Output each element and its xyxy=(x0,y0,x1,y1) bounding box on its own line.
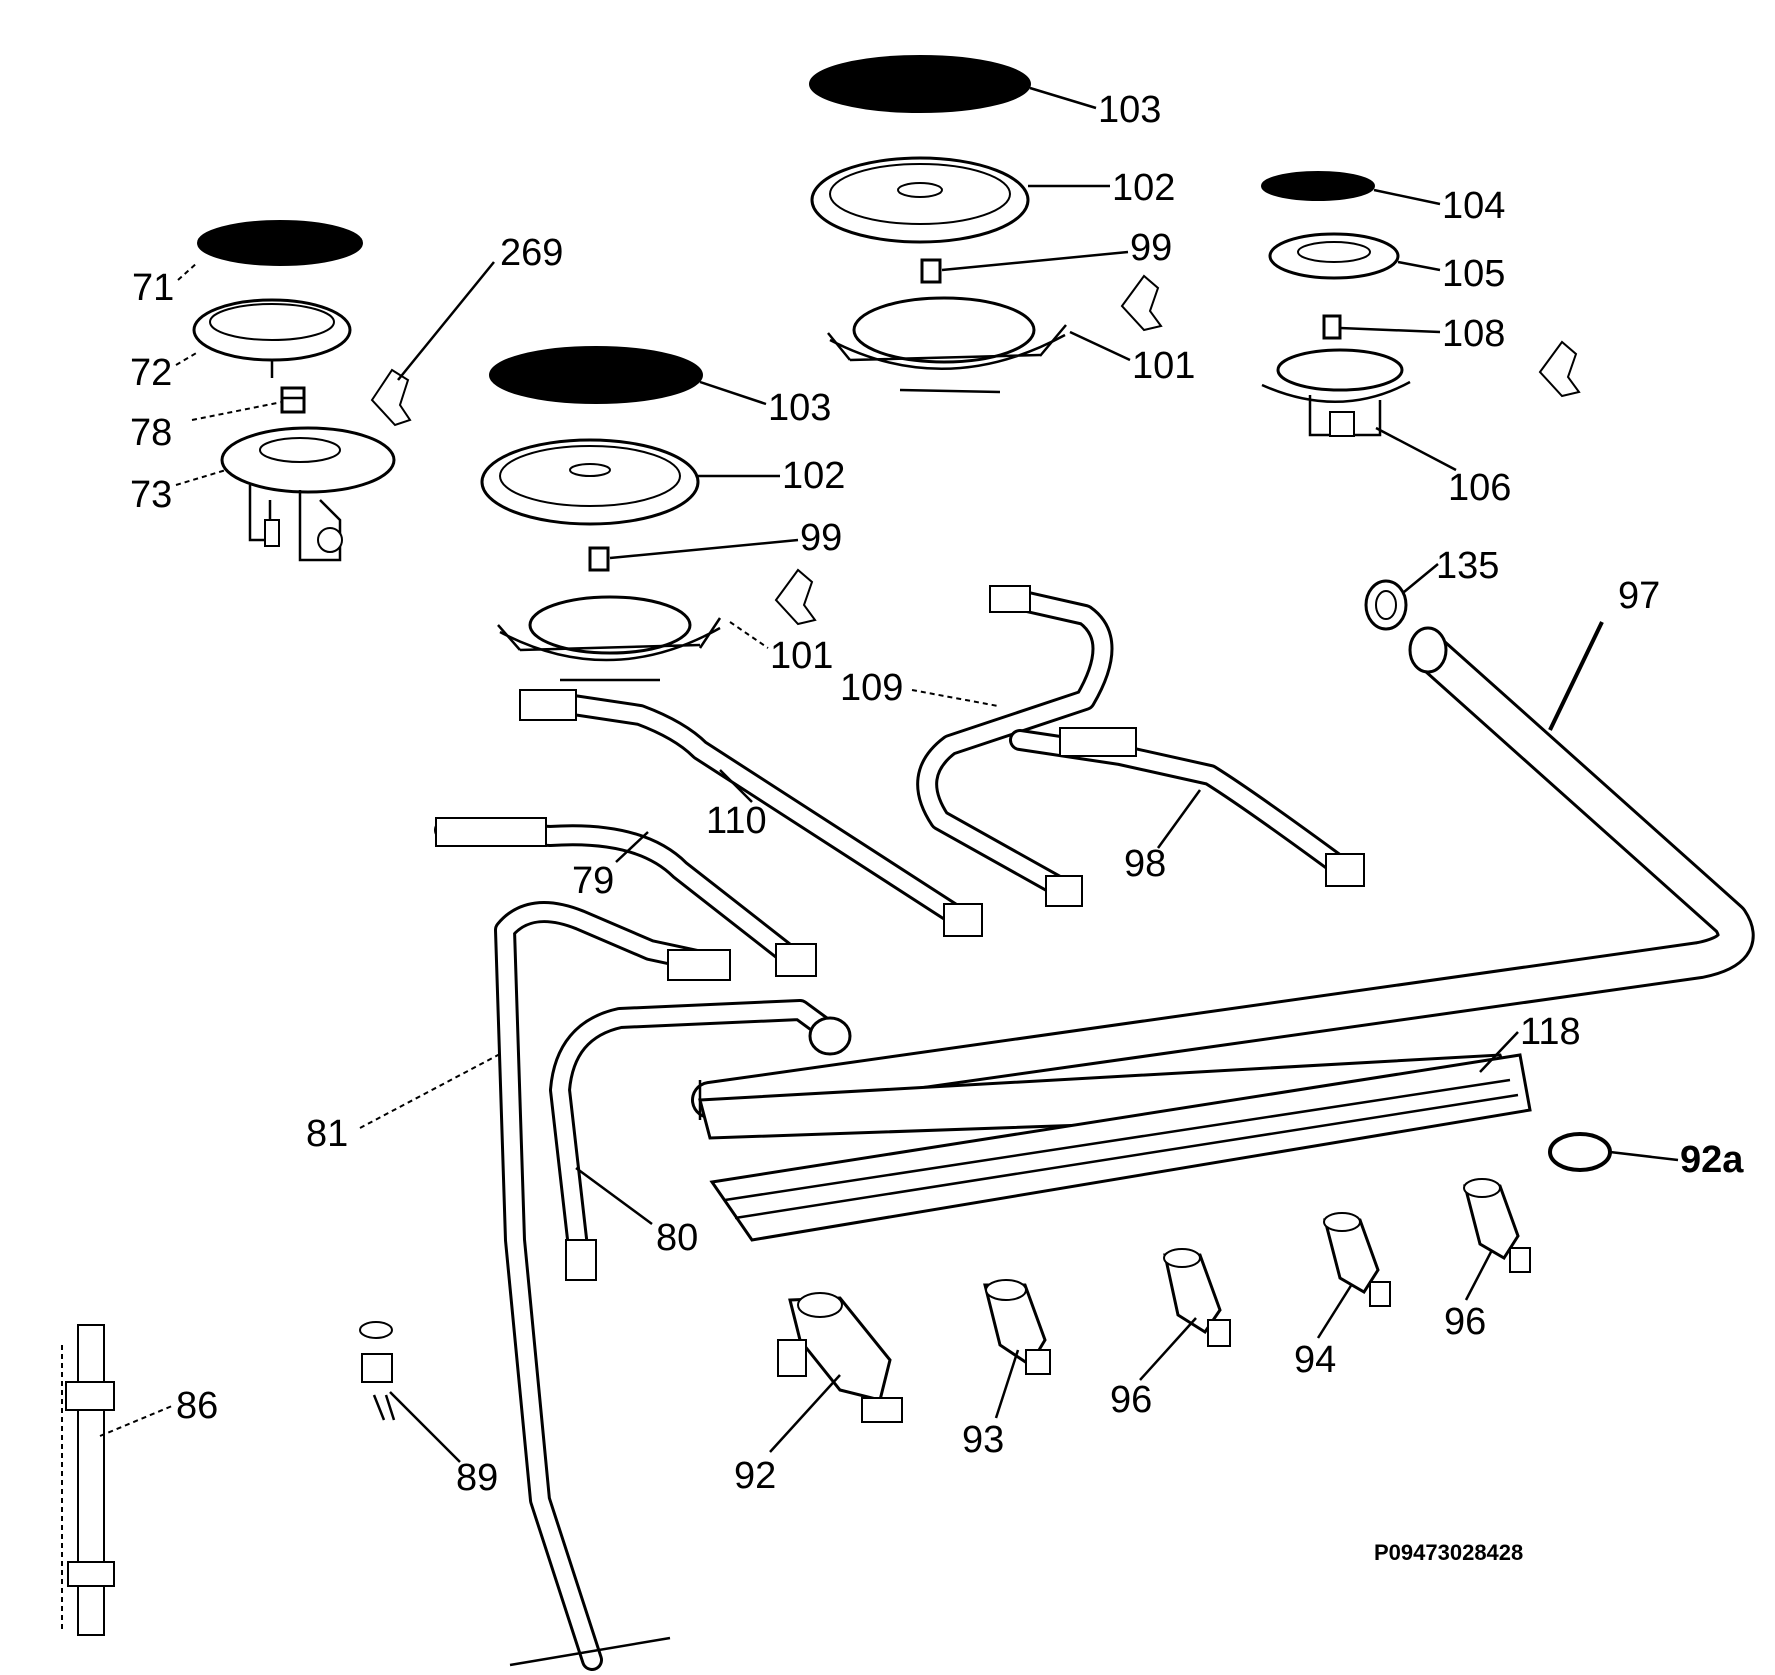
burner-base-101-center xyxy=(497,595,722,682)
label-71: 71 xyxy=(132,267,174,309)
label-81: 81 xyxy=(306,1113,348,1155)
label-73: 73 xyxy=(130,474,172,516)
clip-top-center xyxy=(1120,274,1163,332)
label-106: 106 xyxy=(1448,467,1511,509)
label-72: 72 xyxy=(130,352,172,394)
gas-tap-92 xyxy=(777,1292,903,1423)
label-101-top: 101 xyxy=(1132,345,1195,387)
frame-edge xyxy=(509,1636,671,1667)
label-99-top: 99 xyxy=(1130,227,1172,269)
label-99-center: 99 xyxy=(800,517,842,559)
burner-crown-105 xyxy=(1268,232,1400,280)
burner-crown-72 xyxy=(192,298,352,378)
label-118: 118 xyxy=(1520,1011,1581,1053)
gas-tap-96-left xyxy=(1163,1248,1231,1347)
manifold-pipe-97 xyxy=(691,626,1755,1120)
label-103-top: 103 xyxy=(1098,89,1161,131)
injector-99-top xyxy=(920,258,942,284)
label-135: 135 xyxy=(1436,545,1499,587)
fitting-89 xyxy=(359,1321,396,1421)
burner-cap-103-center xyxy=(489,346,703,404)
label-102-top: 102 xyxy=(1112,167,1175,209)
label-97: 97 xyxy=(1618,575,1660,617)
reference-code: P09473028428 xyxy=(1374,1540,1523,1565)
gas-pipe-110 xyxy=(519,689,983,937)
label-92: 92 xyxy=(734,1455,776,1497)
o-ring-92a xyxy=(1548,1132,1612,1172)
injector-78 xyxy=(280,386,306,414)
control-panel-bar-118 xyxy=(698,1053,1532,1242)
label-80: 80 xyxy=(656,1217,698,1259)
label-98: 98 xyxy=(1124,843,1166,885)
burner-cap-103-top xyxy=(809,55,1031,113)
label-86: 86 xyxy=(176,1385,218,1427)
gas-pipe-80 xyxy=(549,999,852,1281)
label-101-center: 101 xyxy=(770,635,833,677)
label-269: 269 xyxy=(500,232,563,274)
label-104: 104 xyxy=(1442,185,1505,227)
spindle-rod-86 xyxy=(61,1324,115,1636)
clip-top-right xyxy=(1538,340,1581,398)
label-102-center: 102 xyxy=(782,455,845,497)
label-103-center: 103 xyxy=(768,387,831,429)
gas-pipe-81 xyxy=(494,901,731,1671)
label-96-right: 96 xyxy=(1444,1301,1486,1343)
injector-99-center xyxy=(588,546,610,572)
burner-cap-104 xyxy=(1261,171,1375,201)
label-110: 110 xyxy=(706,800,767,842)
label-96-left: 96 xyxy=(1110,1379,1152,1421)
label-92a: 92a xyxy=(1680,1139,1744,1181)
clip-269 xyxy=(370,368,412,427)
label-109: 109 xyxy=(840,667,903,709)
gas-tap-94 xyxy=(1323,1212,1391,1307)
nut-135 xyxy=(1364,579,1408,631)
label-105: 105 xyxy=(1442,253,1505,295)
label-79: 79 xyxy=(572,860,614,902)
injector-108 xyxy=(1322,314,1342,340)
gas-pipe-79 xyxy=(434,817,817,977)
gas-tap-96-right xyxy=(1463,1178,1531,1273)
label-93: 93 xyxy=(962,1419,1004,1461)
label-94: 94 xyxy=(1294,1339,1336,1381)
label-78: 78 xyxy=(130,412,172,454)
gas-pipe-98 xyxy=(1009,727,1365,887)
burner-base-106 xyxy=(1261,348,1411,437)
burner-base-101-top xyxy=(827,296,1067,394)
burner-cap-71 xyxy=(197,220,363,266)
burner-crown-102-top xyxy=(810,156,1030,244)
label-89: 89 xyxy=(456,1457,498,1499)
label-108: 108 xyxy=(1442,313,1505,355)
gas-pipe-109 xyxy=(916,585,1114,907)
clip-center xyxy=(774,568,817,626)
burner-crown-102-center xyxy=(480,438,700,526)
burner-base-73 xyxy=(220,426,396,562)
gas-tap-93 xyxy=(983,1279,1051,1375)
